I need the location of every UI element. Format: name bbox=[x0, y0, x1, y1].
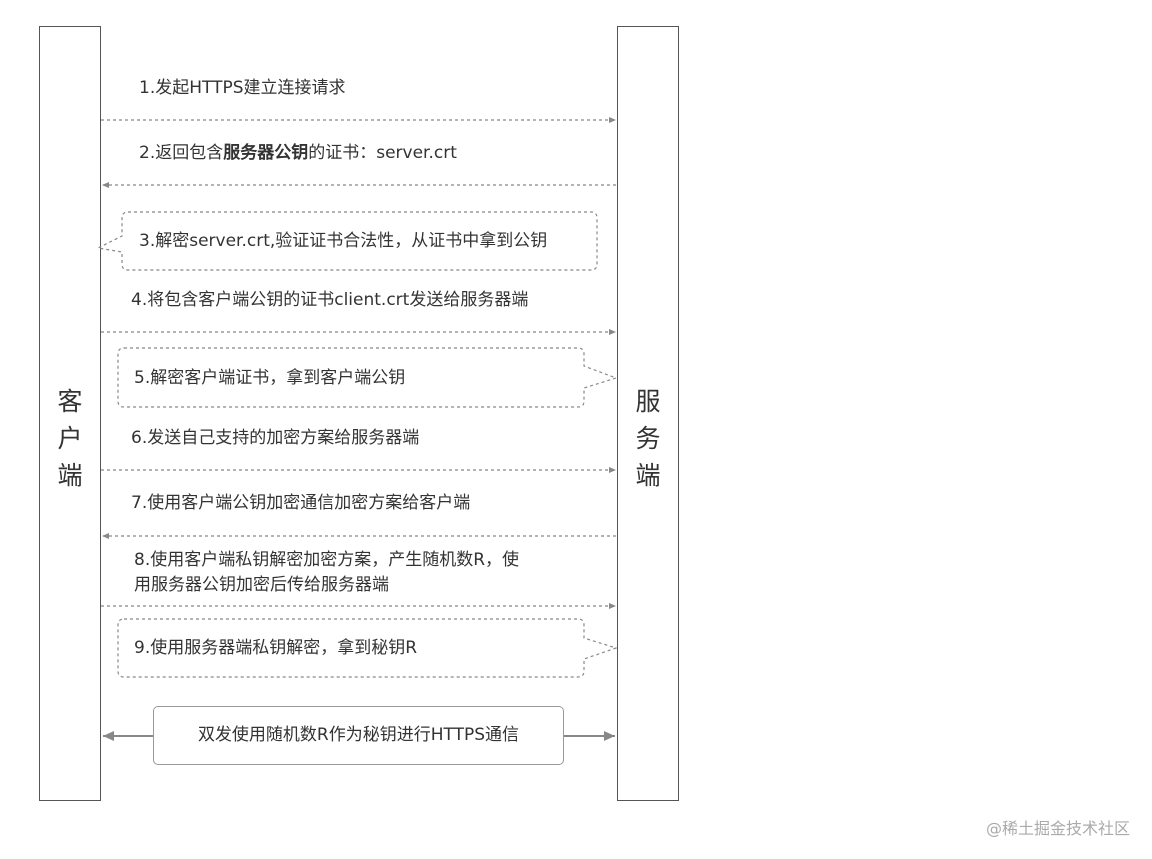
step-3-text: 3.解密server.crt,验证证书合法性，从证书中拿到公钥 bbox=[139, 231, 548, 251]
step-7-text: 7.使用客户端公钥加密通信加密方案给客户端 bbox=[131, 493, 471, 513]
server-lane: 服 务 端 bbox=[617, 26, 679, 801]
step-2-prefix: 2.返回包含 bbox=[139, 143, 224, 163]
client-lane-label: 客 户 端 bbox=[40, 383, 100, 494]
server-label-char: 服 bbox=[635, 387, 661, 416]
server-label-char: 务 bbox=[635, 424, 661, 453]
step-5-text: 5.解密客户端证书，拿到客户端公钥 bbox=[134, 368, 406, 388]
step-2-suffix: 的证书：server.crt bbox=[308, 143, 457, 163]
callout-step9 bbox=[117, 618, 618, 678]
final-step-box: 双发使用随机数R作为秘钥进行HTTPS通信 bbox=[153, 706, 564, 765]
client-label-char: 端 bbox=[57, 461, 83, 490]
client-label-char: 户 bbox=[57, 424, 83, 453]
step-8-line2: 用服务器公钥加密后传给服务器端 bbox=[134, 575, 389, 595]
step-6-text: 6.发送自己支持的加密方案给服务器端 bbox=[131, 428, 420, 448]
callout-step3 bbox=[96, 211, 598, 271]
client-label-char: 客 bbox=[57, 387, 83, 416]
callout-step5 bbox=[117, 347, 618, 408]
server-label-char: 端 bbox=[635, 461, 661, 490]
client-lane: 客 户 端 bbox=[39, 26, 101, 801]
step-8-line1: 8.使用客户端私钥解密加密方案，产生随机数R，使 bbox=[134, 550, 520, 570]
step-8-text: 8.使用客户端私钥解密加密方案，产生随机数R，使 用服务器公钥加密后传给服务器端 bbox=[134, 548, 519, 598]
step-1-text: 1.发起HTTPS建立连接请求 bbox=[139, 78, 346, 98]
watermark: @稀土掘金技术社区 bbox=[985, 819, 1130, 838]
step-2-bold: 服务器公钥 bbox=[223, 143, 309, 163]
step-4-text: 4.将包含客户端公钥的证书client.crt发送给服务器端 bbox=[131, 290, 529, 310]
server-lane-label: 服 务 端 bbox=[618, 383, 678, 494]
step-2-text: 2.返回包含服务器公钥的证书：server.crt bbox=[139, 141, 457, 166]
step-9-text: 9.使用服务器端私钥解密，拿到秘钥R bbox=[134, 638, 418, 658]
